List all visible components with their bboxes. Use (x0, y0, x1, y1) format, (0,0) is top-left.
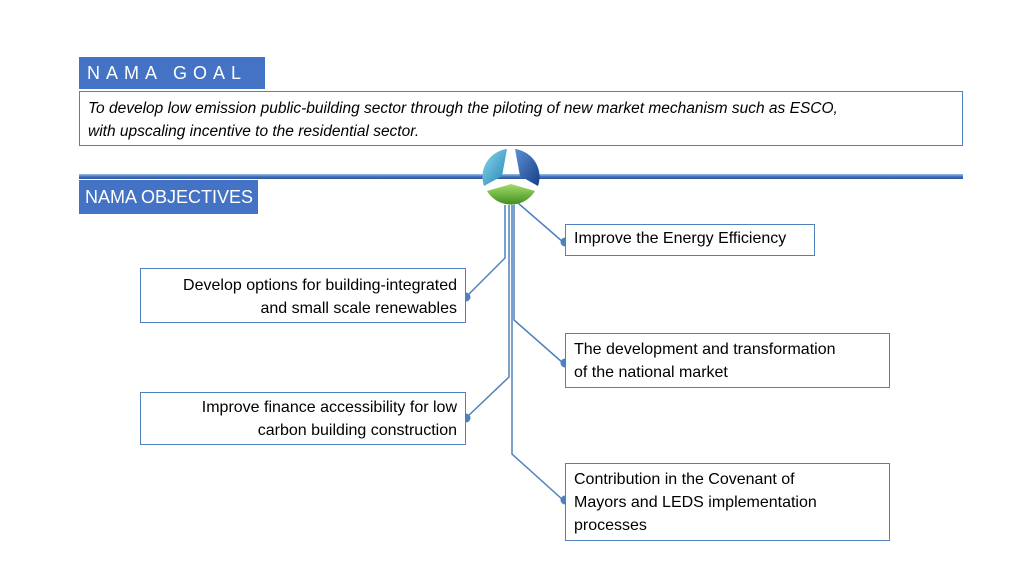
connector-energy-efficiency (517, 202, 564, 243)
objective-finance-accessibility: Improve finance accessibility for low ca… (140, 392, 466, 445)
objective-text-line: Improve the Energy Efficiency (574, 230, 787, 247)
goal-text-line-1: To develop low emission public-building … (88, 100, 838, 117)
objective-renewables: Develop options for building-integrated … (140, 268, 466, 323)
objective-text-line: Develop options for building-integrated (183, 277, 457, 294)
objective-national-market: The development and transformation of th… (565, 333, 890, 388)
nama-objectives-header: NAMA OBJECTIVES (79, 180, 258, 214)
connector-covenant (511, 205, 564, 501)
goal-text-line-2: with upscaling incentive to the resident… (88, 123, 420, 140)
objective-text-line: Mayors and LEDS implementation (574, 494, 817, 511)
connector-renewables (465, 205, 506, 298)
connector-national-market (513, 205, 564, 364)
objective-energy-efficiency: Improve the Energy Efficiency (565, 224, 815, 256)
nama-logo-icon (482, 149, 540, 205)
objective-text-line: and small scale renewables (260, 300, 457, 317)
nama-goal-header: NAMA GOAL (79, 57, 265, 89)
objective-text-line: Contribution in the Covenant of (574, 471, 795, 488)
objective-text-line: processes (574, 517, 647, 534)
objective-text-line: carbon building construction (257, 422, 457, 439)
connector-finance (465, 205, 510, 419)
objective-text-line: of the national market (574, 364, 728, 381)
objective-covenant-of-mayors: Contribution in the Covenant of Mayors a… (565, 463, 890, 541)
objective-text-line: The development and transformation (574, 341, 836, 358)
nama-goal-text: To develop low emission public-building … (79, 91, 963, 146)
objective-text-line: Improve finance accessibility for low (201, 399, 457, 416)
